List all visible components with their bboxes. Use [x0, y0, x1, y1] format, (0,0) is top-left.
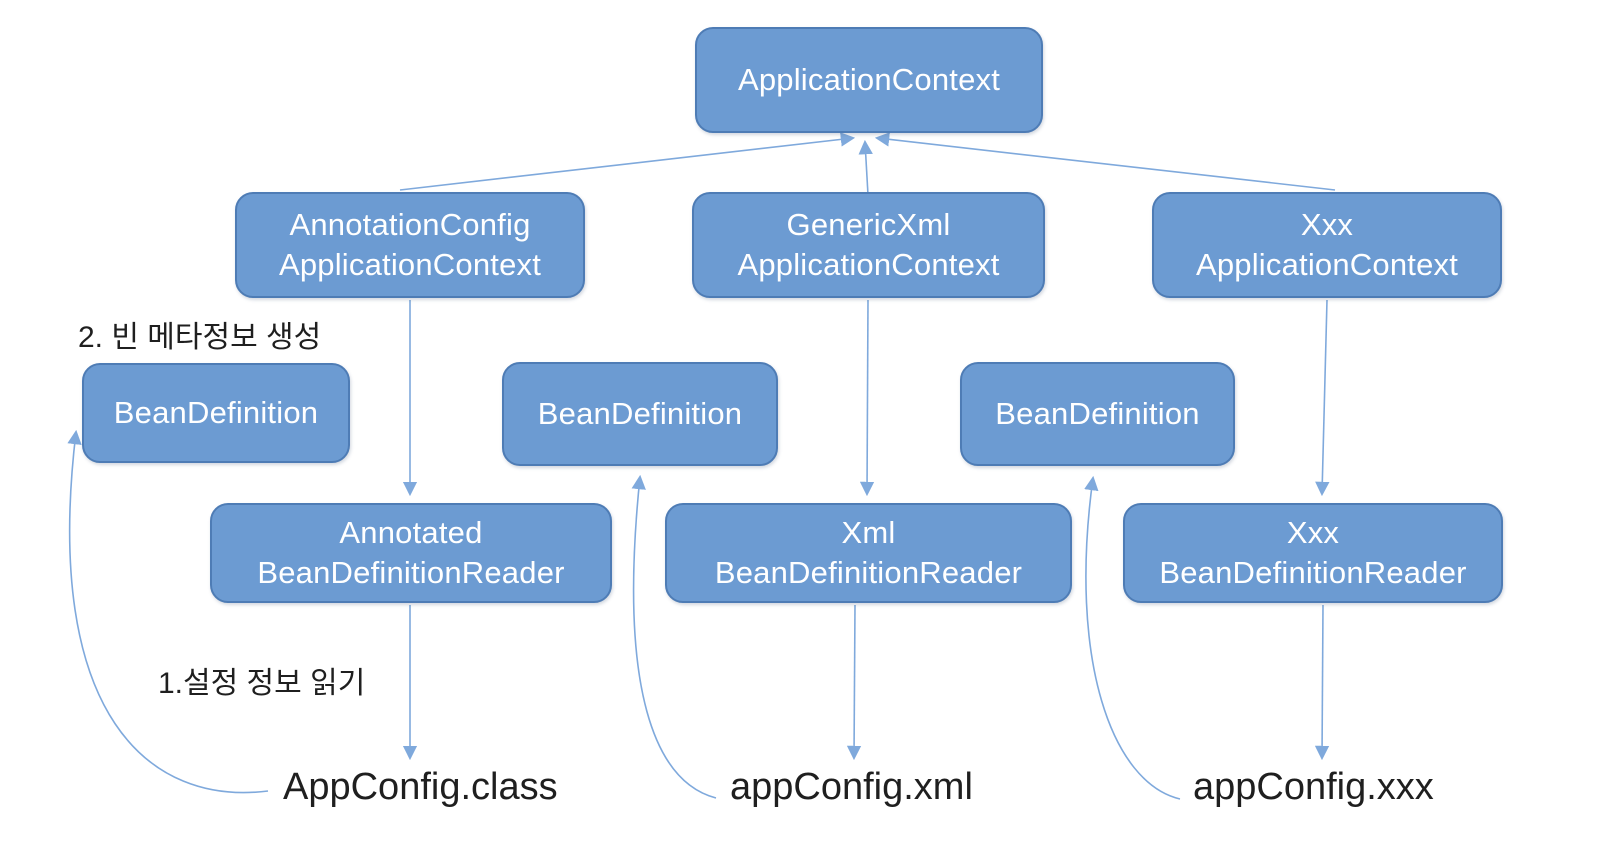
appconfig-xml-label: appConfig.xml [730, 766, 973, 808]
xxx-application-context-box: Xxx ApplicationContext [1152, 192, 1502, 298]
annotation-config-application-context-box: AnnotationConfig ApplicationContext [235, 192, 585, 298]
application-context-box: ApplicationContext [695, 27, 1043, 133]
xxx-context-label-line1: Xxx [1300, 207, 1354, 243]
annotated-reader-label-line2: BeanDefinitionReader [257, 555, 565, 590]
xxx-bean-definition-reader-box: Xxx BeanDefinitionReader [1123, 503, 1503, 603]
arrow-genericxml-to-reader [859, 299, 875, 497]
arrow-annotationconfig-to-appcontext [399, 132, 856, 191]
arrow-xml-reader-to-file [846, 604, 862, 761]
bean-definition-left-label: BeanDefinition [113, 395, 319, 431]
annotation-config-label-line2: ApplicationContext [278, 247, 542, 282]
xxx-reader-label-line1: Xxx [1286, 515, 1340, 551]
xxx-context-label-line2: ApplicationContext [1195, 247, 1459, 282]
bean-definition-box-middle: BeanDefinition [502, 362, 778, 466]
generic-xml-label-line1: GenericXml [786, 207, 951, 243]
generic-xml-application-context-box: GenericXml ApplicationContext [692, 192, 1045, 298]
xml-reader-label-line1: Xml [841, 515, 896, 551]
annotated-bean-definition-reader-box: Annotated BeanDefinitionReader [210, 503, 612, 603]
arrow-xxx-reader-to-file [1314, 604, 1330, 761]
generic-xml-label-line2: ApplicationContext [737, 247, 1000, 282]
arrow-file-to-beandefinition-middle [631, 474, 717, 799]
xxx-reader-label-line2: BeanDefinitionReader [1159, 555, 1467, 590]
xml-bean-definition-reader-box: Xml BeanDefinitionReader [665, 503, 1072, 603]
arrow-xxxcontext-to-appcontext [874, 132, 1336, 191]
annotation-config-label-line1: AnnotationConfig [289, 207, 531, 243]
bean-definition-box-left: BeanDefinition [82, 363, 350, 463]
arrow-genericxml-to-appcontext [858, 139, 873, 196]
step1-annotation: 1.설정 정보 읽기 [158, 667, 366, 700]
appconfig-xxx-label: appConfig.xxx [1193, 766, 1434, 808]
annotated-reader-label-line1: Annotated [339, 515, 483, 551]
arrow-xxxcontext-to-reader [1315, 299, 1330, 497]
step2-annotation: 2. 빈 메타정보 생성 [78, 321, 322, 354]
bean-definition-box-right: BeanDefinition [960, 362, 1235, 466]
arrow-file-to-beandefinition-left [67, 429, 269, 794]
bean-definition-right-label: BeanDefinition [995, 396, 1200, 432]
xml-reader-label-line2: BeanDefinitionReader [714, 555, 1023, 590]
arrow-file-to-beandefinition-right [1084, 475, 1181, 800]
appconfig-class-label: AppConfig.class [283, 766, 558, 808]
application-context-label: ApplicationContext [737, 62, 1001, 98]
bean-definition-middle-label: BeanDefinition [537, 396, 743, 432]
